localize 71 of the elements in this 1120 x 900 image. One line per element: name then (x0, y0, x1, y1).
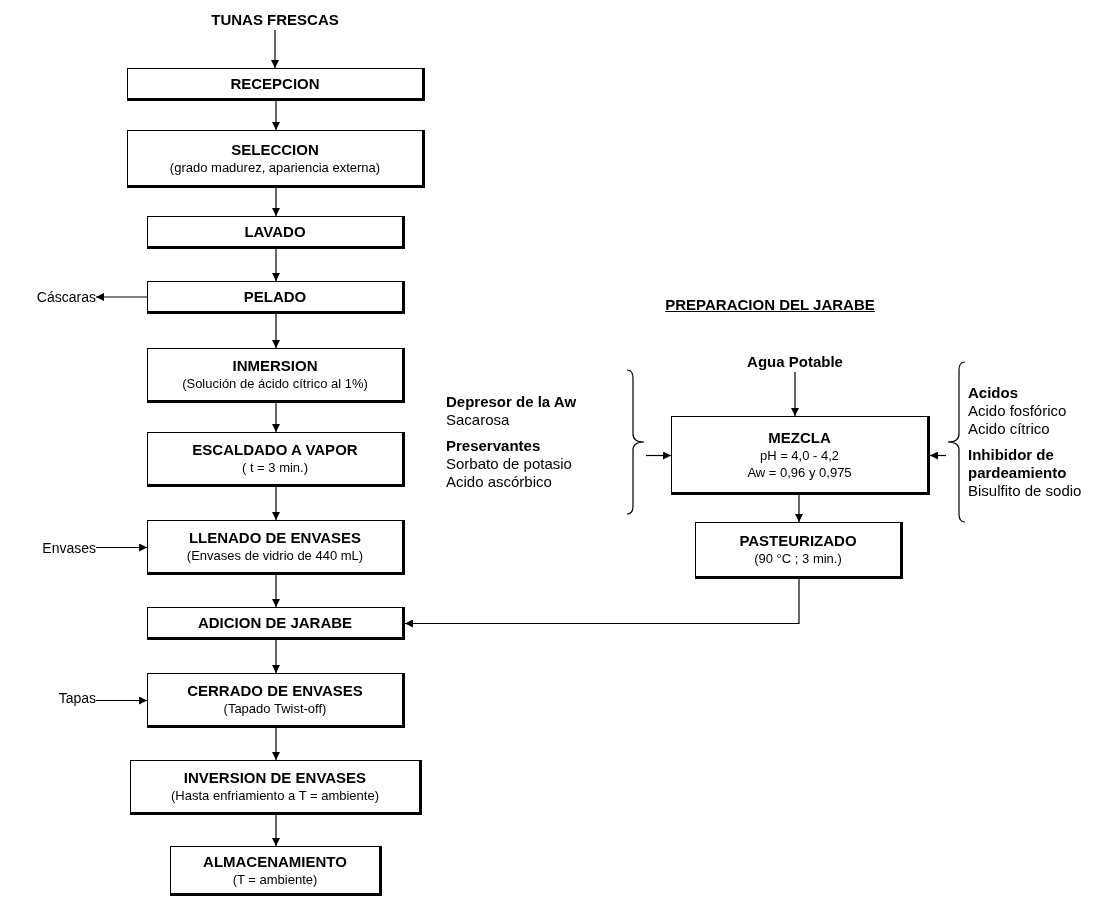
process-box (147, 673, 405, 728)
step-title: RECEPCION (230, 74, 320, 93)
step-detail: (grado madurez, apariencia externa) (169, 158, 381, 176)
arrow (271, 29, 279, 69)
ingredient-name: Bisulfito de sodio (968, 482, 1083, 500)
ingredient-name: Sacarosa (446, 411, 511, 429)
step-detail: (Hasta enfriamiento a T = ambiente) (171, 787, 379, 804)
ingredient-heading: Depresor de la Aw (446, 393, 578, 411)
process-box (147, 281, 405, 314)
step-detail: (90 °C ; 3 min.) (754, 550, 842, 567)
arrow (272, 814, 280, 847)
step-title: MEZCLA (768, 428, 831, 447)
step-title: CERRADO DE ENVASES (187, 682, 363, 700)
step-detail: pH = 4,0 - 4,2 (759, 446, 840, 464)
flow-label: Tapas (8, 688, 96, 708)
process-box (147, 216, 405, 249)
arrow (795, 494, 803, 523)
step-title: INMERSION (232, 357, 318, 375)
arrow (272, 313, 280, 349)
arrow (95, 696, 148, 705)
arrow (791, 371, 799, 417)
step-detail: (Envases de vidrio de 440 mL) (186, 547, 364, 564)
arrow (95, 293, 148, 301)
arrow (272, 402, 280, 433)
process-box (127, 130, 425, 188)
flow-label: Agua Potable (730, 350, 860, 372)
step-detail: Aw = 0,96 y 0,975 (747, 463, 852, 481)
process-box (130, 760, 422, 815)
step-title: PASTEURIZADO (739, 532, 857, 550)
ingredient-heading: Preservantes (446, 437, 542, 455)
step-detail: (Solución de ácido cítrico al 1%) (182, 375, 368, 392)
arrow (645, 451, 672, 460)
arrow (272, 187, 280, 217)
section-title: PREPARACION DEL JARABE (664, 296, 876, 313)
ingredient-heading: Acidos (968, 384, 1019, 402)
process-box (127, 68, 425, 101)
process-box (147, 520, 405, 575)
step-title: LLENADO DE ENVASES (188, 529, 362, 547)
flow-label: TUNAS FRESCAS (205, 8, 345, 30)
step-title: LAVADO (244, 222, 306, 241)
step-title: INVERSION DE ENVASES (183, 769, 367, 787)
flow-label: Cáscaras (8, 287, 96, 307)
arrow (272, 639, 280, 674)
flow-label: Envases (8, 538, 96, 558)
step-detail: ( t = 3 min.) (241, 459, 309, 476)
process-box (147, 348, 405, 403)
step-title: SELECCION (231, 140, 319, 159)
process-box (695, 522, 903, 579)
step-title: ESCALDADO A VAPOR (192, 441, 358, 459)
arrow (929, 451, 947, 460)
arrow (272, 486, 280, 521)
step-title: PELADO (243, 287, 307, 306)
ingredient-name: Acido cítrico (968, 420, 1051, 438)
arrow (272, 727, 280, 761)
ingredient-heading: Inhibidor de pardeamiento (968, 446, 1068, 482)
step-title: ADICION DE JARABE (197, 613, 353, 632)
process-box (147, 432, 405, 487)
arrow (404, 578, 800, 628)
process-box (147, 607, 405, 640)
step-detail: (Tapado Twist-off) (223, 700, 327, 717)
ingredient-name: Acido fosfórico (968, 402, 1068, 420)
process-box (671, 416, 930, 495)
ingredient-name: Sorbato de potasio (446, 455, 573, 473)
step-title: ALMACENAMIENTO (203, 852, 347, 871)
ingredient-name: Acido ascórbico (446, 473, 553, 491)
arrow (95, 543, 148, 552)
step-detail: (T = ambiente) (232, 870, 318, 888)
arrow (272, 248, 280, 282)
process-box (170, 846, 382, 896)
arrow (272, 574, 280, 608)
arrow (272, 100, 280, 131)
